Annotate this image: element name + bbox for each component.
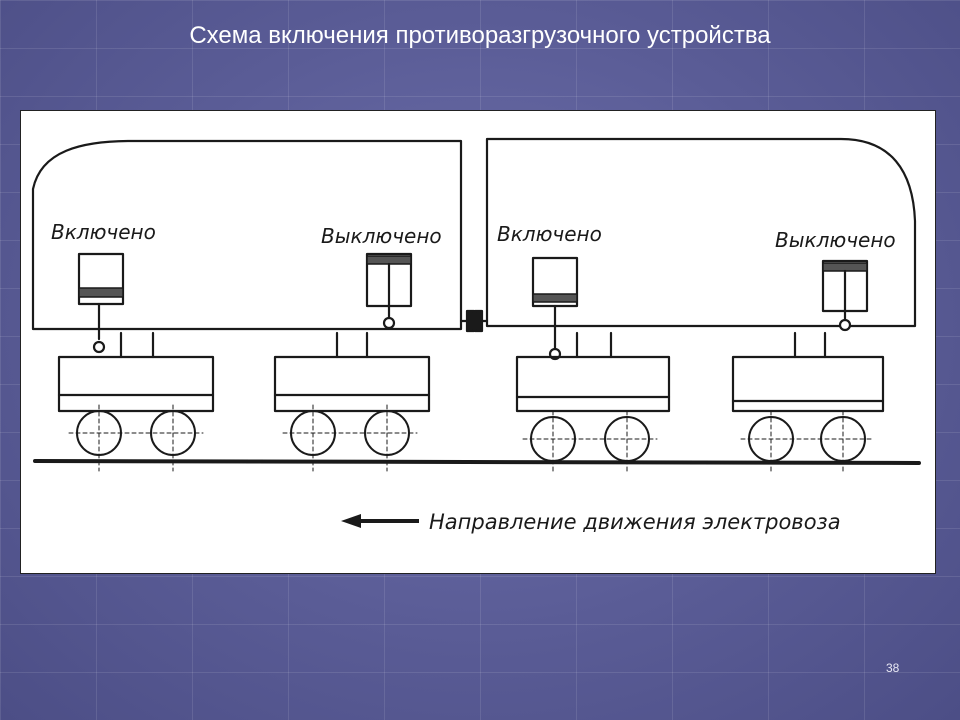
bogie-2	[273, 331, 431, 413]
bogie-1	[57, 331, 215, 413]
schematic-figure: Включено Выключено Включено Выключено На…	[20, 110, 936, 574]
slide-title: Схема включения противоразгрузочного уст…	[189, 22, 771, 49]
car-2-indicator-off	[821, 259, 869, 332]
car-2-indicator-on	[531, 256, 579, 361]
car-1-body	[31, 139, 463, 331]
direction-label: Направление движения электровоза	[429, 510, 841, 534]
car-1-off-label: Выключено	[321, 224, 442, 248]
car-1-indicator-on	[77, 252, 125, 354]
bogie-3	[515, 331, 671, 413]
coupler	[459, 309, 489, 333]
car-2-off-label: Выключено	[775, 228, 896, 252]
page-number: 38	[886, 661, 900, 675]
direction-arrow	[341, 514, 419, 528]
car-1-on-label: Включено	[51, 220, 156, 244]
wheels	[76, 410, 866, 462]
rail	[33, 459, 921, 465]
car-2-body	[485, 137, 917, 328]
car-2-on-label: Включено	[497, 222, 602, 246]
car-1-indicator-off	[365, 252, 413, 330]
locomotive-schematic: Включено Выключено Включено Выключено На…	[31, 137, 921, 534]
bogie-4	[731, 331, 885, 413]
